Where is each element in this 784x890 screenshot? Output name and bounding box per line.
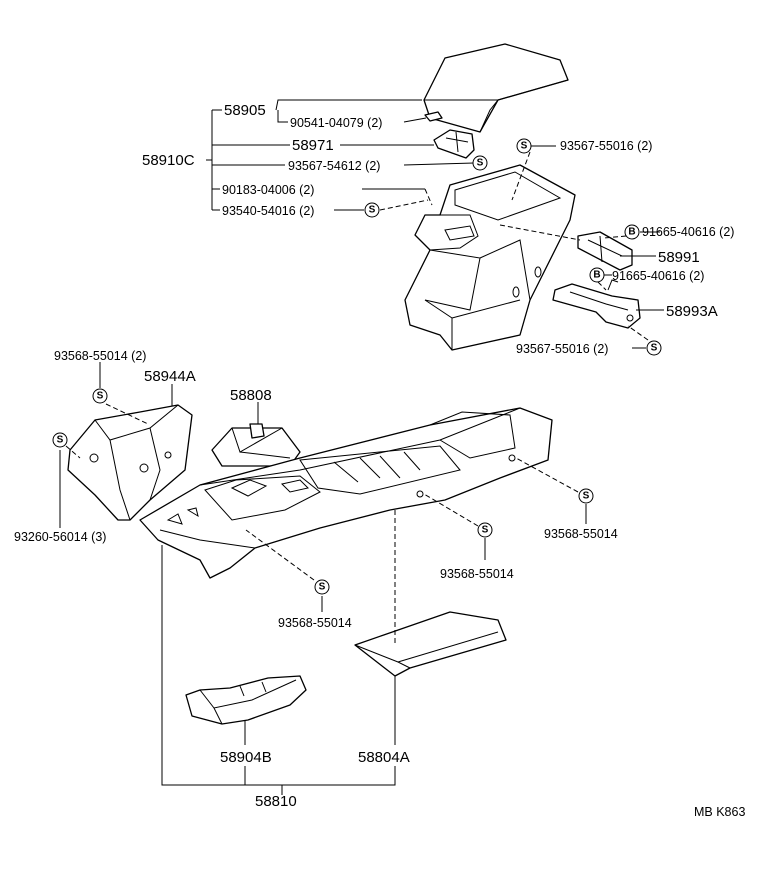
label-91665-40616-b: 91665-40616 (2): [612, 269, 704, 283]
screw-symbol: S: [92, 388, 108, 404]
svg-text:S: S: [369, 205, 376, 216]
label-91665-40616-a: 91665-40616 (2): [642, 225, 734, 239]
screw-symbol: S: [314, 579, 330, 595]
svg-text:S: S: [477, 158, 484, 169]
label-58810: 58810: [255, 793, 297, 810]
diagram-code: MB K863: [694, 805, 745, 819]
label-93568-55014-middle: 93568-55014: [440, 567, 514, 581]
part-labels: 58905 90541-04079 (2) 58971 58910C 93567…: [14, 102, 745, 819]
bracket-58991: [577, 231, 633, 271]
label-90183-04006: 90183-04006 (2): [222, 183, 314, 197]
shift-boot-58808: [211, 423, 301, 467]
leader-lines: [59, 99, 664, 795]
label-93568-55014-left: 93568-55014: [278, 616, 352, 630]
svg-text:S: S: [482, 525, 489, 536]
svg-text:S: S: [583, 491, 590, 502]
lid-hinge-part: [424, 111, 475, 159]
label-93567-55016-top: 93567-55016 (2): [560, 139, 652, 153]
label-58804a: 58804A: [358, 749, 410, 766]
label-58904b: 58904B: [220, 749, 272, 766]
svg-text:S: S: [651, 343, 658, 354]
screw-symbol: S: [364, 202, 380, 218]
svg-text:B: B: [593, 270, 600, 281]
svg-text:S: S: [97, 391, 104, 402]
label-58905: 58905: [224, 102, 266, 119]
screw-symbol: S: [646, 340, 662, 356]
label-93568-55014-right: 93568-55014: [544, 527, 618, 541]
screw-symbol: S: [477, 522, 493, 538]
label-58993a: 58993A: [666, 303, 718, 320]
svg-text:S: S: [319, 582, 326, 593]
label-58944a: 58944A: [144, 368, 196, 385]
bolt-symbol: B: [589, 267, 605, 283]
console-top-lid-58804a: [354, 611, 507, 677]
armrest-lid: [423, 43, 569, 133]
screw-symbol: S: [472, 155, 488, 171]
label-58808: 58808: [230, 387, 272, 404]
label-93260-56014: 93260-56014 (3): [14, 530, 106, 544]
label-93568-55014-2: 93568-55014 (2): [54, 349, 146, 363]
label-58991: 58991: [658, 249, 700, 266]
screw-symbol: S: [52, 432, 68, 448]
floor-console-main: [139, 407, 553, 579]
label-93567-55016-bottom: 93567-55016 (2): [516, 342, 608, 356]
label-90541-04079: 90541-04079 (2): [290, 116, 382, 130]
screw-symbol: S: [578, 488, 594, 504]
ashtray-insert-58904b: [185, 675, 307, 725]
fastener-symbols: S S S B B S S S S S S: [52, 138, 662, 595]
bolt-symbol: B: [624, 224, 640, 240]
label-93567-54612: 93567-54612 (2): [288, 159, 380, 173]
label-93540-54016: 93540-54016 (2): [222, 204, 314, 218]
svg-text:S: S: [57, 435, 64, 446]
label-58910c: 58910C: [142, 152, 195, 169]
rear-bracket-58944a: [67, 404, 193, 521]
label-58971: 58971: [292, 137, 334, 154]
svg-text:S: S: [521, 141, 528, 152]
bracket-58993a: [552, 279, 641, 329]
upper-console-box: [404, 164, 576, 351]
screw-symbol: S: [516, 138, 532, 154]
svg-text:B: B: [628, 227, 635, 238]
